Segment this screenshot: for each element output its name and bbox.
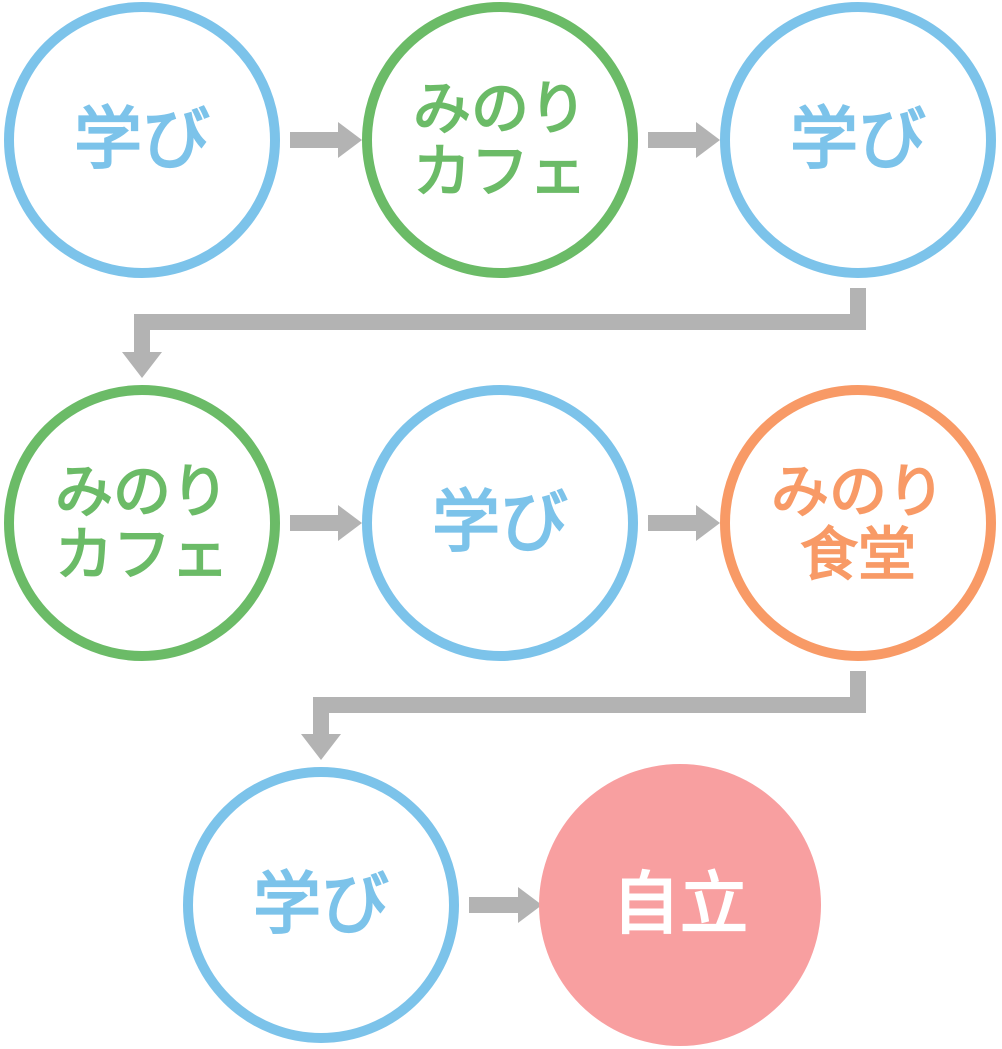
node-n5-circle [362,385,638,661]
node-n3-circle [720,2,996,278]
node-n1-label-0: 学び [74,101,210,180]
node-n2-label-0: みのり [413,75,587,143]
node-n5: 学び [362,385,638,661]
node-n7-circle [183,767,459,1043]
node-n4-circle [4,385,280,661]
node-n8: 自立 [539,764,821,1046]
edge-n7-n8 [469,887,542,923]
edge-n1-n2 [290,122,362,158]
connectors [122,122,866,923]
node-n3: 学び [720,2,996,278]
node-n8-label-0: 自立 [612,866,748,945]
node-n7-label-0: 学び [253,866,389,945]
edge-n2-n3 [648,122,720,158]
node-n1: 学び [4,2,280,278]
node-n7: 学び [183,767,459,1043]
node-n6-label-1: 食堂 [800,520,916,588]
node-n4-label-1: カフェ [55,520,229,588]
node-n6-circle [720,385,996,661]
node-n1-circle [4,2,280,278]
node-n8-circle [539,764,821,1046]
node-n2-circle [362,2,638,278]
nodes: 学びみのりカフェ学びみのりカフェ学びみのり食堂学び自立 [4,2,996,1046]
node-n5-label-0: 学び [432,484,568,563]
node-n4-label-0: みのり [55,458,229,526]
edge-n3-n4 [122,288,866,378]
node-n3-label-0: 学び [790,101,926,180]
node-n6-label-0: みのり [771,458,945,526]
edge-n4-n5 [290,505,362,541]
edge-n6-n7 [301,671,866,760]
node-n2-label-1: カフェ [413,137,587,205]
edge-n5-n6 [648,505,720,541]
